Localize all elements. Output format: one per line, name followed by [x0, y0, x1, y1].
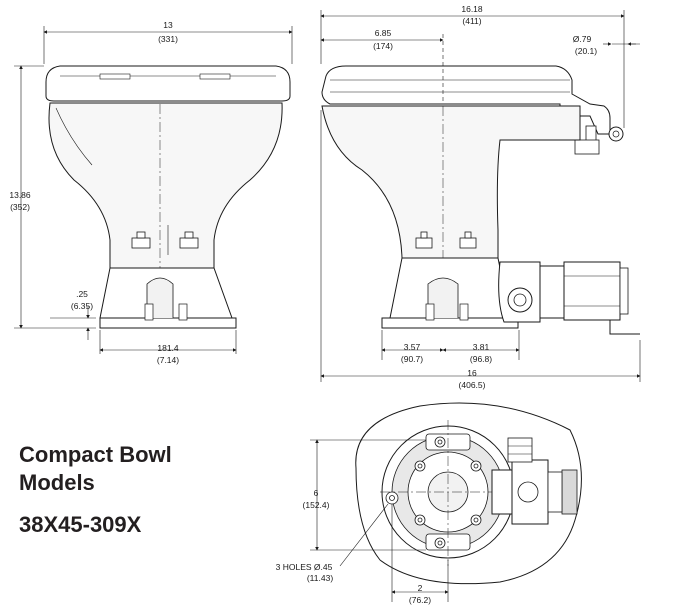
dim-base-width-mm: (7.14): [157, 355, 179, 365]
front-bowl: [48, 102, 283, 269]
dim-front-width-mm: (331): [158, 34, 178, 44]
front-view: [45, 65, 291, 329]
side-bowl: [321, 105, 581, 259]
model-number: 38X45-309X: [19, 512, 142, 537]
dim-height-mm: (352): [10, 202, 30, 212]
dim-holes-mm: (11.43): [307, 573, 333, 583]
title-line-1: Compact Bowl: [19, 442, 172, 467]
dim-seat-depth-mm: (174): [373, 41, 393, 51]
plan-mounting-holes: [385, 436, 482, 549]
dim-bolt-right-mm: (96.8): [470, 354, 492, 364]
dim-base-height: 6: [314, 488, 319, 498]
dim-bolt-left-mm: (90.7): [401, 354, 423, 364]
dimension-labels: 13 (331) 13.86 (352) .25 (6.35) 181.4 (7…: [9, 4, 597, 605]
dim-base-width: 181.4: [157, 343, 179, 353]
dim-bolt-right: 3.81: [473, 342, 490, 352]
dim-height: 13.86: [9, 190, 31, 200]
dim-seat-depth: 6.85: [375, 28, 392, 38]
dim-overall-top-mm: (411): [462, 16, 481, 26]
dim-overall-bottom-mm: (406.5): [459, 380, 486, 390]
side-view: [321, 65, 640, 335]
dim-outlet-dia-mm: (20.1): [575, 46, 597, 56]
dimension-lines: [14, 10, 641, 602]
side-seat-lid: [321, 65, 611, 135]
dim-flange-mm: (6.35): [71, 301, 93, 311]
dim-hole-spacing: 2: [418, 583, 423, 593]
dim-overall-top: 16.18: [461, 4, 483, 14]
dim-outlet-dia: Ø.79: [573, 34, 592, 44]
dim-base-height-mm: (152.4): [303, 500, 330, 510]
dim-overall-bottom: 16: [467, 368, 477, 378]
plan-view: [355, 402, 582, 585]
front-seat-lid: [45, 65, 291, 102]
front-bolts: [131, 225, 199, 255]
dim-hole-spacing-mm: (76.2): [409, 595, 431, 605]
title-line-2: Models: [19, 470, 95, 495]
dim-front-width: 13: [163, 20, 173, 30]
plan-pump: [491, 437, 563, 525]
side-pump-motor: [498, 261, 640, 335]
dim-flange: .25: [76, 289, 88, 299]
dim-bolt-left: 3.57: [404, 342, 421, 352]
dim-holes: 3 HOLES Ø.45: [276, 562, 333, 572]
